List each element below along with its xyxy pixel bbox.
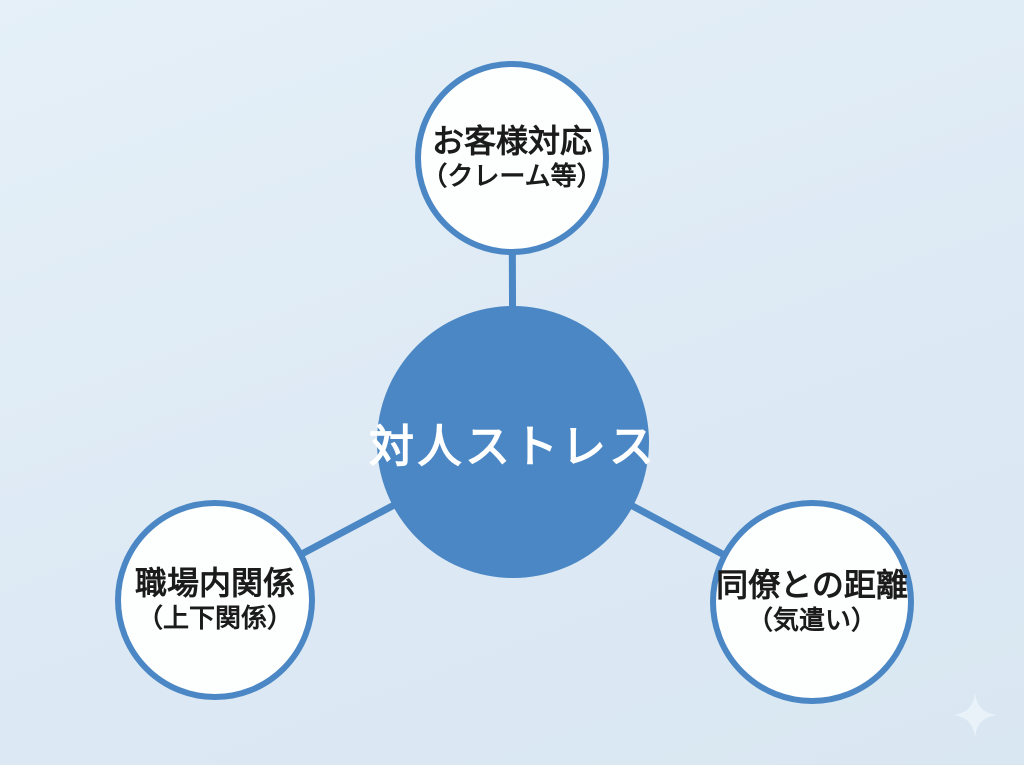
node-label: お客様対応 [431,122,592,159]
node-workplace-relations: 職場内関係 （上下関係） [115,500,315,700]
node-sublabel: （上下関係） [136,603,293,634]
node-customer-service: お客様対応 （クレーム等） [415,61,609,255]
sparkle-icon [953,693,997,737]
node-colleague-distance: 同僚との距離 （気遣い） [710,500,914,704]
central-node: 対人ストレス [369,306,654,578]
node-label: 職場内関係 [134,564,295,601]
central-node-label: 対人ストレス [369,420,658,472]
node-sublabel: （気遣い） [746,605,877,636]
node-sublabel: （クレーム等） [421,161,603,192]
node-label: 同僚との距離 [716,566,908,603]
